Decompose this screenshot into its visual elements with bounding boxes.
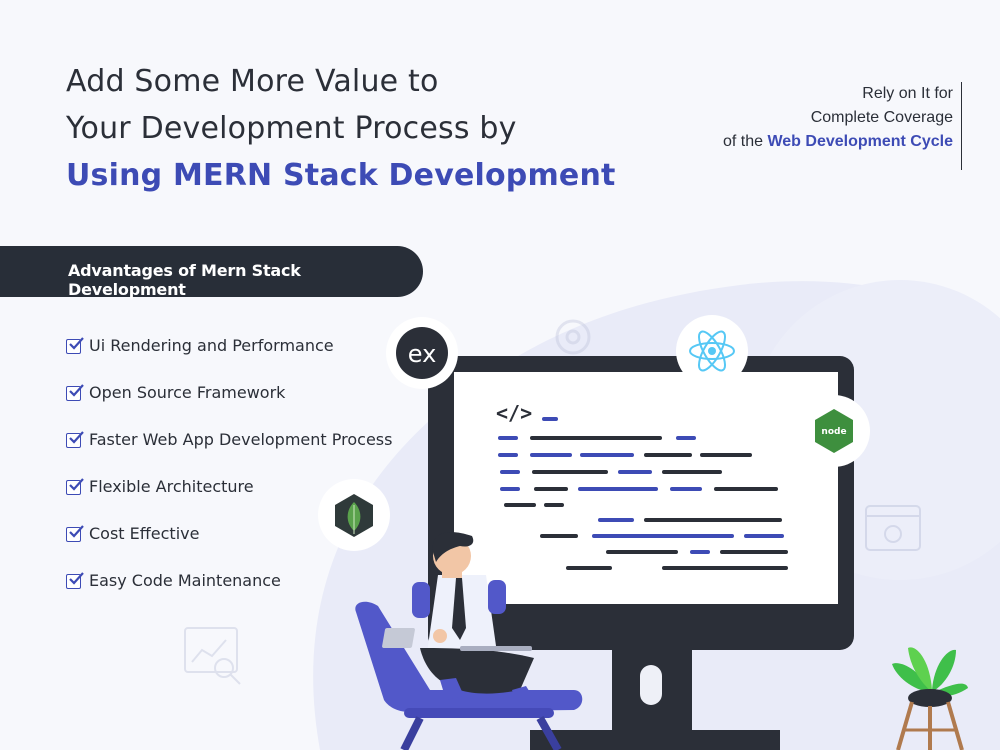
list-item: Flexible Architecture bbox=[66, 477, 392, 524]
headline: Add Some More Value to Your Development … bbox=[66, 58, 616, 199]
advantages-banner: Advantages of Mern Stack Development bbox=[0, 246, 423, 299]
express-logo-text: ex bbox=[408, 340, 437, 368]
coverage-line-1: Rely on It for bbox=[862, 85, 953, 102]
browser-gear-icon bbox=[865, 505, 921, 551]
list-item: Open Source Framework bbox=[66, 383, 392, 430]
chair bbox=[355, 601, 583, 750]
person bbox=[382, 532, 536, 708]
checkbox-icon bbox=[66, 572, 84, 589]
list-item: Faster Web App Development Process bbox=[66, 430, 392, 477]
express-icon: ex bbox=[386, 317, 458, 389]
coverage-line-2: Complete Coverage bbox=[810, 109, 953, 126]
checkbox-icon bbox=[66, 525, 84, 542]
list-item: Ui Rendering and Performance bbox=[66, 336, 392, 383]
react-icon bbox=[676, 315, 748, 387]
code-tag: </> bbox=[496, 401, 532, 425]
headline-line-3: Using MERN Stack Development bbox=[66, 158, 616, 193]
checkbox-icon bbox=[66, 431, 84, 448]
checkbox-icon bbox=[66, 478, 84, 495]
node-logo-text: node bbox=[821, 427, 846, 437]
list-item-label: Flexible Architecture bbox=[89, 477, 254, 496]
gear-icon bbox=[555, 319, 591, 355]
coverage-line-3-prefix: of the bbox=[722, 133, 768, 150]
checkbox-icon bbox=[66, 384, 84, 401]
advantages-title: Advantages of Mern Stack Development bbox=[68, 261, 301, 299]
list-item: Cost Effective bbox=[66, 524, 392, 571]
analytics-icon bbox=[184, 627, 241, 685]
checkbox-icon bbox=[66, 337, 84, 354]
list-item: Easy Code Maintenance bbox=[66, 571, 392, 618]
headline-line-2: Your Development Process by bbox=[66, 111, 517, 146]
coverage-highlight: Web Development Cycle bbox=[767, 133, 953, 150]
plant bbox=[892, 647, 968, 750]
list-item-label: Easy Code Maintenance bbox=[89, 571, 281, 590]
headline-line-1: Add Some More Value to bbox=[66, 64, 439, 99]
code-lines bbox=[498, 417, 788, 570]
monitor-stand bbox=[530, 648, 780, 750]
list-item-label: Open Source Framework bbox=[89, 383, 286, 402]
coverage-callout: Rely on It for Complete Coverage of the … bbox=[723, 82, 962, 170]
list-item-label: Ui Rendering and Performance bbox=[89, 336, 334, 355]
advantages-list: Ui Rendering and Performance Open Source… bbox=[66, 336, 392, 618]
node-icon: node bbox=[798, 395, 870, 467]
list-item-label: Cost Effective bbox=[89, 524, 200, 543]
coverage-line-3: of the Web Development Cycle bbox=[723, 130, 953, 154]
list-item-label: Faster Web App Development Process bbox=[89, 430, 393, 449]
mongodb-icon bbox=[318, 479, 390, 551]
